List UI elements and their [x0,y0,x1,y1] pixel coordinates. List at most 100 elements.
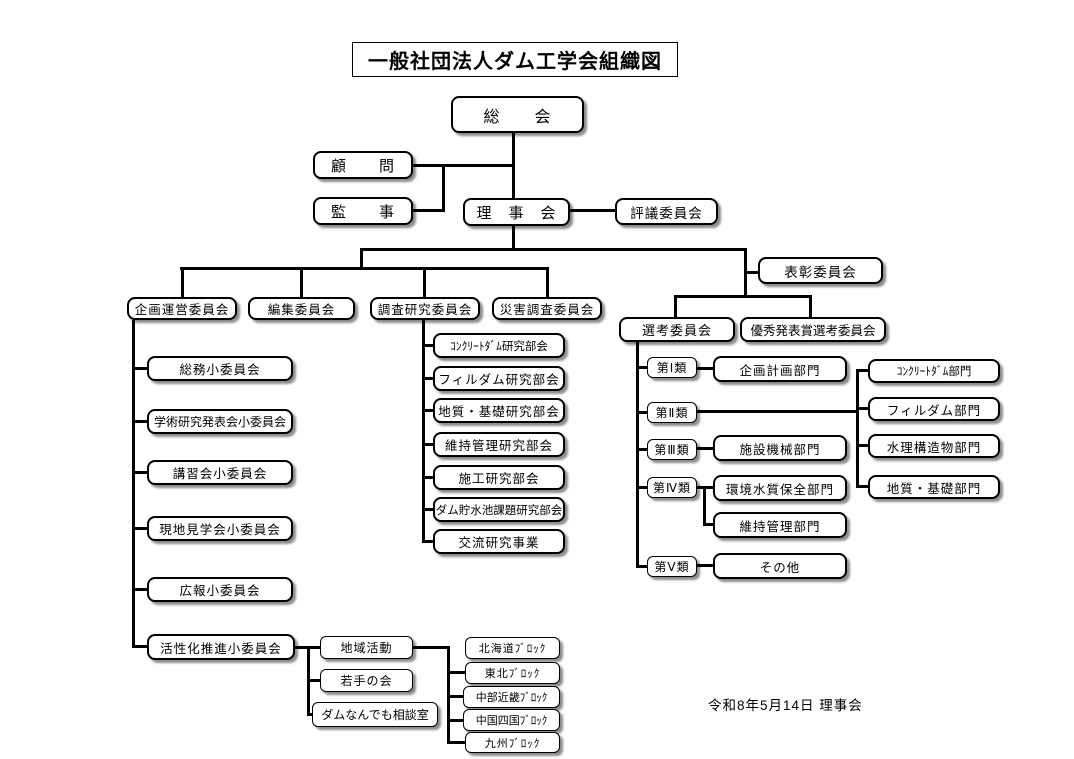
connector-line [697,410,859,413]
node-general-assembly: 総 会 [451,96,584,133]
node-environment-water-quality-department: 環境水質保全部門 [713,475,847,501]
node-chugoku-shikoku-block: 中国四国ﾌﾞﾛｯｸ [463,709,560,731]
connector-line [442,164,445,212]
node-dam-reservoir-issues-research-group: ダム貯水池課題研究部会 [433,497,565,522]
connector-line [636,411,647,414]
node-editorial-committee: 編集委員会 [248,297,355,320]
node-auditor: 監 事 [313,197,413,225]
connector-line [132,367,147,370]
node-construction-research-group: 施工研究部会 [433,465,565,490]
node-planning-department: 企画計画部門 [713,356,847,382]
node-geology-foundation-department: 地質・基礎部門 [868,475,1000,499]
connector-line [697,447,713,450]
connector-line [300,267,303,297]
connector-line [132,527,147,530]
connector-line [181,267,184,297]
connector-line [636,366,647,369]
node-hydraulic-structures-department: 水理構造物部門 [868,434,1000,458]
connector-line [636,565,647,568]
node-category-1: 第Ⅰ類 [647,357,697,378]
node-category-3: 第Ⅲ類 [647,439,697,460]
connector-line [809,295,812,317]
connector-line [636,486,647,489]
node-geology-foundation-research-group: 地質・基礎研究部会 [433,398,565,423]
node-category-4: 第Ⅳ類 [647,477,697,498]
node-tohoku-block: 東北ﾌﾞﾛｯｸ [465,662,560,684]
node-public-relations-subcommittee: 広報小委員会 [147,577,293,602]
node-concrete-dam-department: ｺﾝｸﾘｰﾄﾀﾞﾑ部門 [868,359,1000,383]
node-site-visit-subcommittee: 現地見学会小委員会 [147,516,293,541]
node-selection-committee: 選考委員会 [619,317,735,342]
connector-line [307,679,320,682]
node-research-committee: 調査研究委員会 [370,297,480,320]
node-activation-promotion-subcommittee: 活性化推進小委員会 [147,634,295,660]
connector-line [636,342,639,568]
connector-line [180,267,549,270]
connector-line [422,540,433,543]
connector-line [674,295,812,298]
node-training-subcommittee: 講習会小委員会 [147,460,293,485]
node-maintenance-research-group: 維持管理研究部会 [433,432,565,457]
node-advisor: 顧 問 [313,151,413,179]
node-award-committee: 表彰委員会 [758,257,883,284]
connector-line [744,248,747,298]
connector-line [422,320,425,543]
connector-line [413,164,515,167]
connector-line [856,407,868,410]
connector-line [422,344,433,347]
connector-line [413,646,450,649]
connector-line [747,271,760,274]
connector-line [422,409,433,412]
node-regional-activities: 地域活動 [320,636,413,659]
connector-line [703,486,706,526]
node-dam-consultation-room: ダムなんでも相談室 [312,702,438,727]
chart-title: 一般社団法人ダム工学会組織図 [352,42,678,77]
connector-line [413,209,445,212]
node-category-2: 第Ⅱ類 [647,402,697,423]
connector-line [423,267,426,297]
connector-line [636,448,647,451]
node-academic-presentation-subcommittee: 学術研究発表会小委員会 [147,409,293,434]
node-excellent-presentation-award-committee: 優秀発表賞選考委員会 [740,317,886,342]
connector-line [447,671,465,674]
connector-line [307,713,312,716]
connector-line [447,741,465,744]
node-hokkaido-block: 北海道ﾌﾞﾛｯｸ [465,637,560,659]
node-category-5: 第Ⅴ類 [647,556,697,577]
node-planning-operations-committee: 企画運営委員会 [127,297,237,320]
connector-line [422,476,433,479]
node-concrete-dam-research-group: ｺﾝｸﾘｰﾄﾀﾞﾑ研究部会 [433,333,565,358]
connector-line [132,420,147,423]
connector-line [132,645,147,648]
connector-line [132,320,135,648]
connector-line [856,485,868,488]
connector-line [447,719,465,722]
node-young-members-group: 若手の会 [320,669,413,692]
connector-line [856,369,868,372]
node-others-department: その他 [713,553,847,579]
node-maintenance-department: 維持管理部門 [713,512,847,538]
node-kyushu-block: 九州ﾌﾞﾛｯｸ [465,732,560,753]
connector-line [856,444,868,447]
connector-line [360,248,363,270]
node-chubu-kinki-block: 中部近畿ﾌﾞﾛｯｸ [463,686,560,708]
node-board-of-directors: 理 事 会 [463,198,570,226]
node-facility-machinery-department: 施設機械部門 [713,435,847,461]
connector-line [697,564,713,567]
connector-line [422,377,433,380]
connector-line [512,226,515,250]
connector-line [447,695,465,698]
node-fill-dam-research-group: フィルダム研究部会 [433,366,565,391]
connector-line [132,471,147,474]
connector-line [132,588,147,591]
connector-line [856,369,859,488]
node-fill-dam-department: フィルダム部門 [868,397,1000,421]
node-exchange-research-project: 交流研究事業 [433,529,565,554]
connector-line [422,508,433,511]
date-note: 令和8年5月14日 理事会 [708,698,863,713]
connector-line [422,443,433,446]
connector-line [570,209,615,212]
connector-line [360,248,747,251]
node-disaster-survey-committee: 災害調査委員会 [492,297,602,320]
